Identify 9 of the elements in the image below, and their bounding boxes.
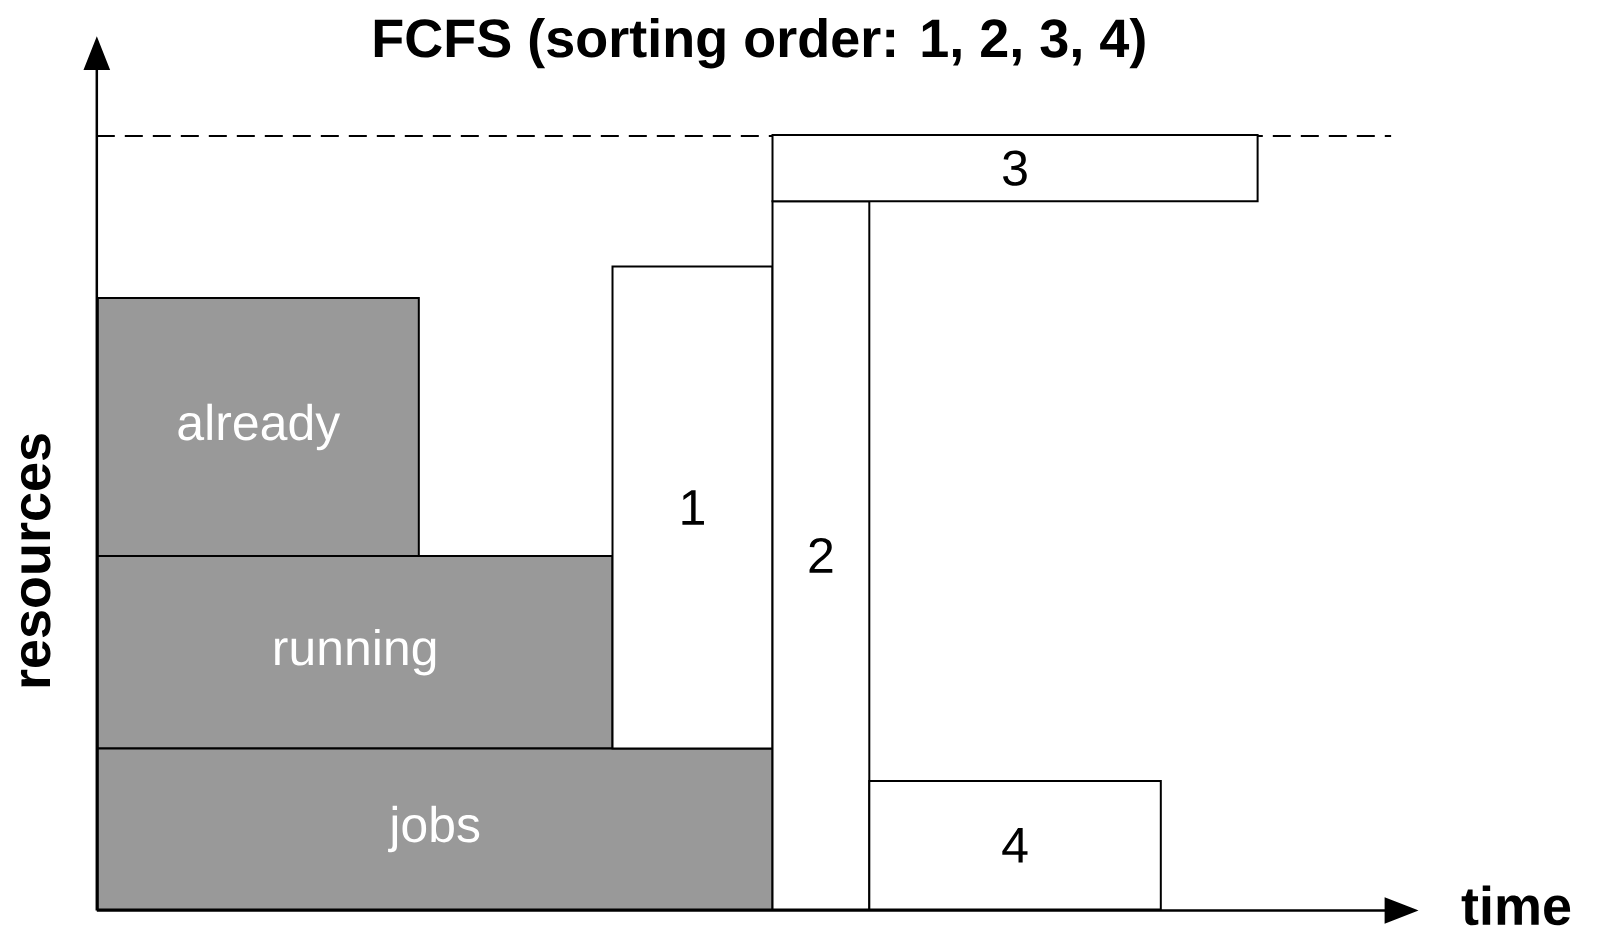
queued-job-box: 1 (611, 265, 774, 750)
title: FCFS (sorting order: 1, 2, 3, 4) (374, 17, 1145, 69)
axis-label: resources (20, 434, 51, 687)
axis-label: time (1461, 885, 1571, 926)
queued-job-box: 3 (771, 134, 1259, 203)
job-block: running (96, 554, 614, 750)
queued-job-box: 4 (868, 780, 1162, 911)
job-block: jobs (96, 747, 774, 911)
job-block: already (96, 297, 420, 557)
